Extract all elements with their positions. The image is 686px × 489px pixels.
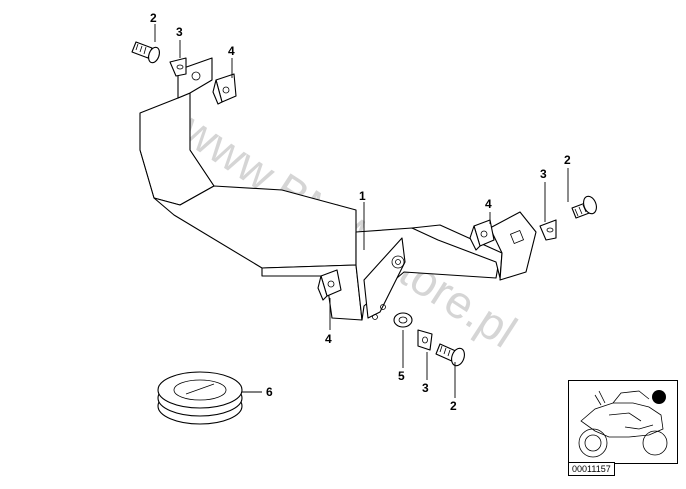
- location-marker: [652, 390, 666, 404]
- callout-1: 1: [359, 189, 366, 203]
- callout-2-top-left: 2: [150, 11, 157, 25]
- washer-bottom: [417, 329, 433, 351]
- motorcycle-thumbnail: [568, 380, 678, 464]
- bracket-part-1: [139, 57, 537, 321]
- diagram-id-label: 00011157: [568, 462, 615, 476]
- bolt-bottom: [435, 343, 465, 367]
- callout-4-right: 4: [485, 197, 492, 211]
- grommet-part-6: [157, 371, 243, 425]
- bolt-top-left: [131, 41, 160, 64]
- callout-2-bottom: 2: [450, 399, 457, 413]
- callout-4-top: 4: [228, 44, 235, 58]
- clip-nut-top: [212, 73, 237, 105]
- callout-3-bottom: 3: [422, 381, 429, 395]
- callout-3-right: 3: [540, 167, 547, 181]
- leader-lines: [154, 24, 569, 398]
- callout-5: 5: [398, 369, 405, 383]
- callout-6: 6: [266, 385, 273, 399]
- washer-right: [539, 219, 557, 241]
- round-washer-5: [393, 312, 413, 328]
- callout-4-bottom: 4: [325, 332, 332, 346]
- callout-2-right: 2: [564, 153, 571, 167]
- washer-top-left: [169, 57, 187, 77]
- bolt-right: [571, 195, 597, 219]
- callout-3-top-left: 3: [176, 25, 183, 39]
- clip-nut-right: [469, 219, 495, 251]
- clip-nut-bottom: [317, 269, 342, 301]
- motorcycle-icon: [578, 390, 668, 458]
